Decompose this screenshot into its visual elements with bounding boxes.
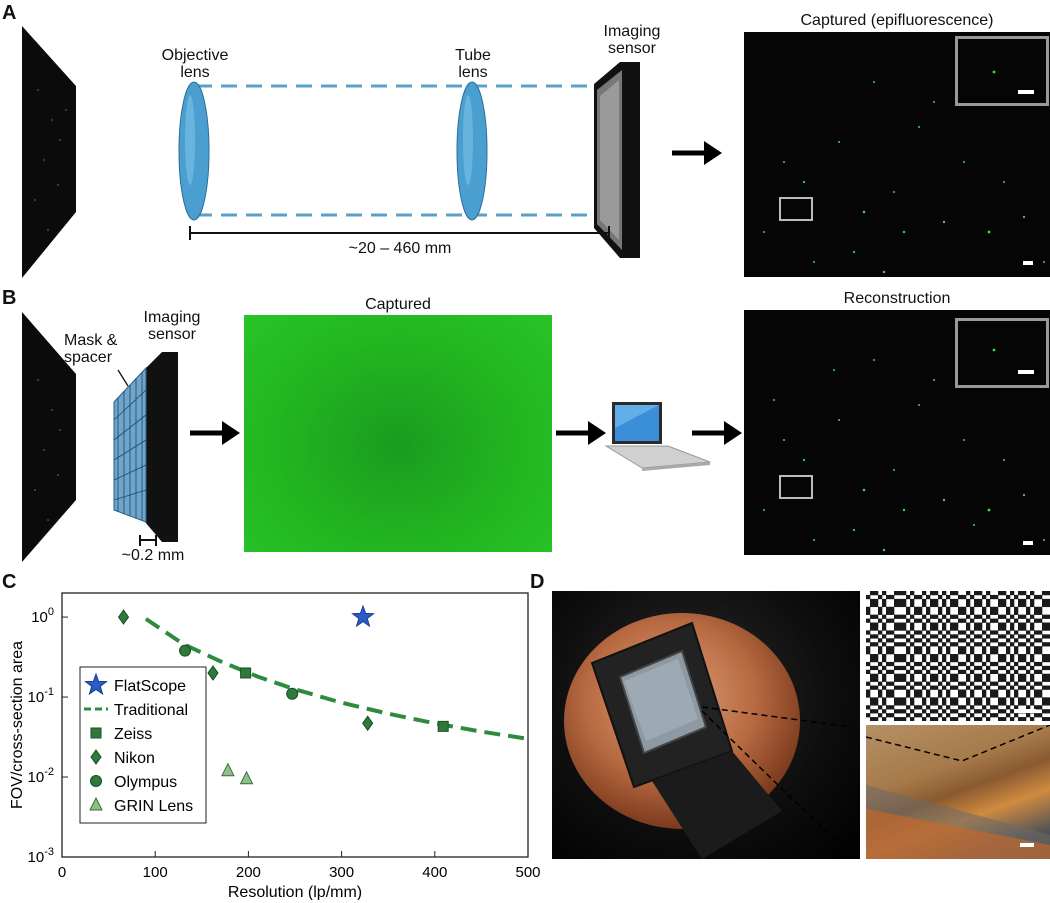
- point-zeiss: [437, 720, 449, 732]
- arrow-b1: [190, 421, 240, 445]
- flatscope-photo-art: [564, 613, 853, 859]
- panel-letter-b: B: [2, 287, 17, 309]
- panel-b-flatscope-diagram: [22, 312, 178, 562]
- inset-box-a: [955, 36, 1049, 106]
- y-axis-label: FOV/cross-section area: [9, 641, 26, 809]
- legend-label-traditional: Traditional: [114, 702, 188, 719]
- point-nikon: [207, 665, 219, 681]
- panel-letter-c: C: [2, 571, 17, 593]
- x-tick-label: 200: [236, 864, 261, 881]
- legend-label-grin-lens: GRIN Lens: [114, 798, 193, 815]
- legend-marker-flatscope: [84, 672, 108, 696]
- x-tick-label: 100: [143, 864, 168, 881]
- imaging-sensor-label-a: Imaging sensor: [603, 23, 661, 57]
- legend-label-flatscope: FlatScope: [114, 678, 186, 695]
- y-tick-label: 10-1: [28, 686, 54, 706]
- point-nikon: [117, 609, 130, 625]
- plot-frame: [61, 592, 529, 858]
- mask-inset-scalebar: [1014, 709, 1036, 713]
- panel-c-chart: 0 100 200 300 400 500 100 10-1 10-2 10-3 Resoluti…: [9, 592, 541, 900]
- inset-scalebar-a: [1018, 90, 1034, 94]
- captured-title-b: Captured: [365, 296, 431, 313]
- x-axis-label: Resolution (lp/mm): [228, 884, 362, 900]
- inset-box-b: [955, 318, 1049, 388]
- inset-scalebar-b: [1018, 370, 1034, 374]
- sample-slab: [22, 26, 76, 278]
- arrow-b2: [556, 421, 606, 445]
- device-edge-inset: [866, 725, 1050, 859]
- legend-marker-zeiss: [90, 727, 102, 739]
- y-tick-label: 10-2: [28, 766, 54, 786]
- zoom-region-box-b: [779, 475, 813, 499]
- flatscope-photo: [552, 591, 860, 859]
- point-olympus: [179, 644, 192, 657]
- point-flatscope: [351, 604, 375, 628]
- imaging-sensor-label-b: Imaging sensor: [143, 309, 201, 343]
- legend-marker-olympus: [90, 775, 102, 787]
- sample-slab-b: [22, 312, 76, 562]
- tube-lens-label: Tube lens: [455, 47, 491, 81]
- x-tick-label: 400: [422, 864, 447, 881]
- point-olympus: [286, 687, 299, 700]
- laptop-icon: [604, 402, 711, 471]
- scalebar-a: [1023, 261, 1033, 265]
- scalebar-b: [1023, 541, 1033, 545]
- reconstruction-dots: [763, 348, 1045, 552]
- x-tick-label: 500: [515, 864, 540, 881]
- point-grin-lens: [221, 762, 235, 777]
- captured-epi-image: [744, 32, 1050, 277]
- panel-a-optics-diagram: [22, 26, 640, 278]
- mask-spacer-label: Mask & spacer: [64, 332, 118, 366]
- panel-letter-d: D: [530, 571, 545, 593]
- flex-cable: [652, 751, 782, 859]
- legend-marker-nikon: [90, 749, 102, 765]
- edge-inset-scalebar: [1020, 843, 1034, 847]
- legend-label-olympus: Olympus: [114, 774, 177, 791]
- reconstruction-title: Reconstruction: [843, 290, 951, 307]
- legend-marker-grin-lens: [89, 796, 103, 811]
- flatscope-sensor: [140, 352, 178, 542]
- y-tick-label: 100: [31, 606, 54, 626]
- captured-epi-dots: [763, 70, 1045, 274]
- mask-pattern-art: [866, 591, 1050, 721]
- distance-label: ~20 – 460 mm: [348, 240, 452, 257]
- reconstruction-image: [744, 310, 1050, 555]
- chart-legend: FlatScopeTraditionalZeissNikonOlympusGRI…: [79, 666, 207, 824]
- captured-green-image: [244, 315, 552, 552]
- legend-label-zeiss: Zeiss: [114, 726, 152, 743]
- captured-epi-title: Captured (epifluorescence): [800, 12, 994, 29]
- y-tick-label: 10-3: [28, 846, 54, 866]
- mask-pattern-inset: [866, 591, 1050, 721]
- point-zeiss: [240, 667, 252, 679]
- x-tick-label: 300: [329, 864, 354, 881]
- point-nikon: [362, 715, 374, 732]
- panel-letter-a: A: [2, 2, 17, 24]
- x-tick-label: 0: [58, 864, 66, 881]
- legend-label-nikon: Nikon: [114, 750, 155, 767]
- thickness-label: ~0.2 mm: [121, 547, 185, 564]
- zoom-region-box-a: [779, 197, 813, 221]
- objective-lens-label: Objective lens: [161, 47, 229, 81]
- point-grin-lens: [239, 770, 254, 785]
- device-edge-art: [866, 725, 1050, 859]
- arrow-a: [672, 141, 722, 165]
- arrow-b3: [692, 421, 742, 445]
